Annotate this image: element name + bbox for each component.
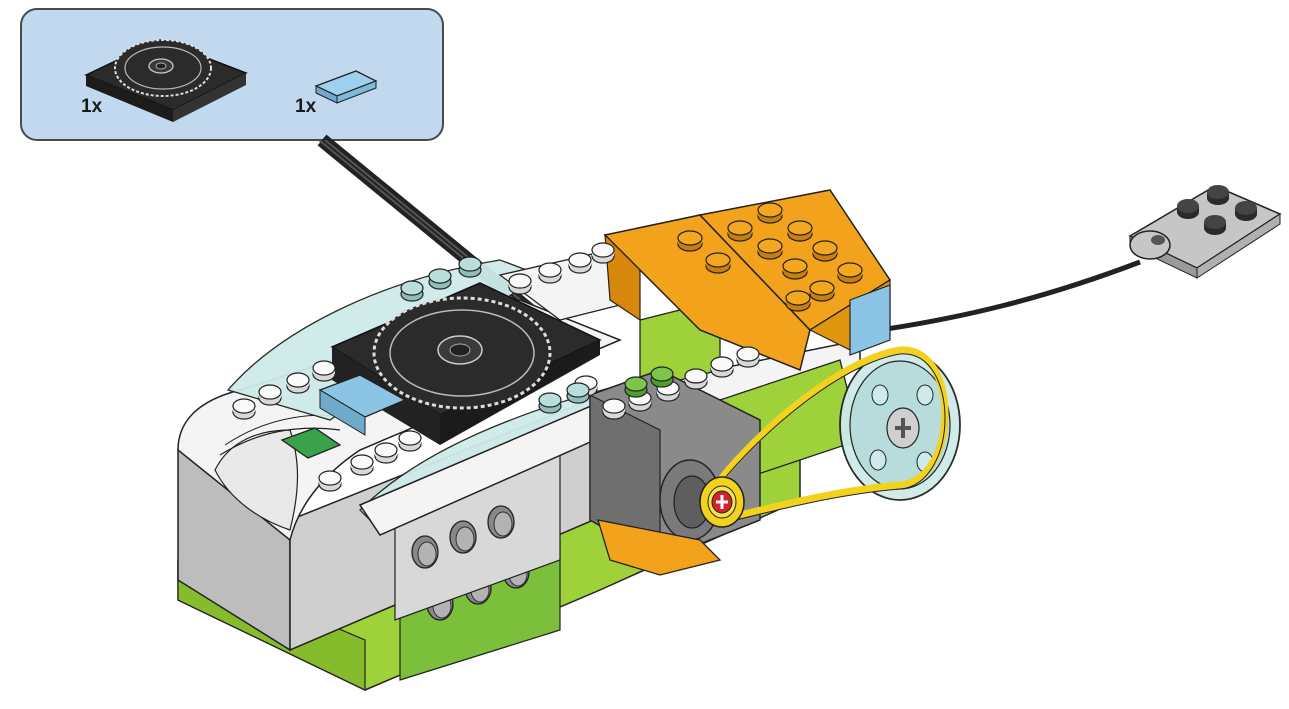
part-quantity-turntable: 1x xyxy=(81,96,103,117)
cable-plate xyxy=(1128,185,1282,279)
pulley-assembly xyxy=(699,346,961,528)
parts-panel xyxy=(20,8,444,141)
tile-part-icon xyxy=(314,70,378,104)
model-body xyxy=(177,189,892,691)
turntable-part-icon xyxy=(84,39,248,122)
part-quantity-tile: 1x xyxy=(295,96,317,117)
